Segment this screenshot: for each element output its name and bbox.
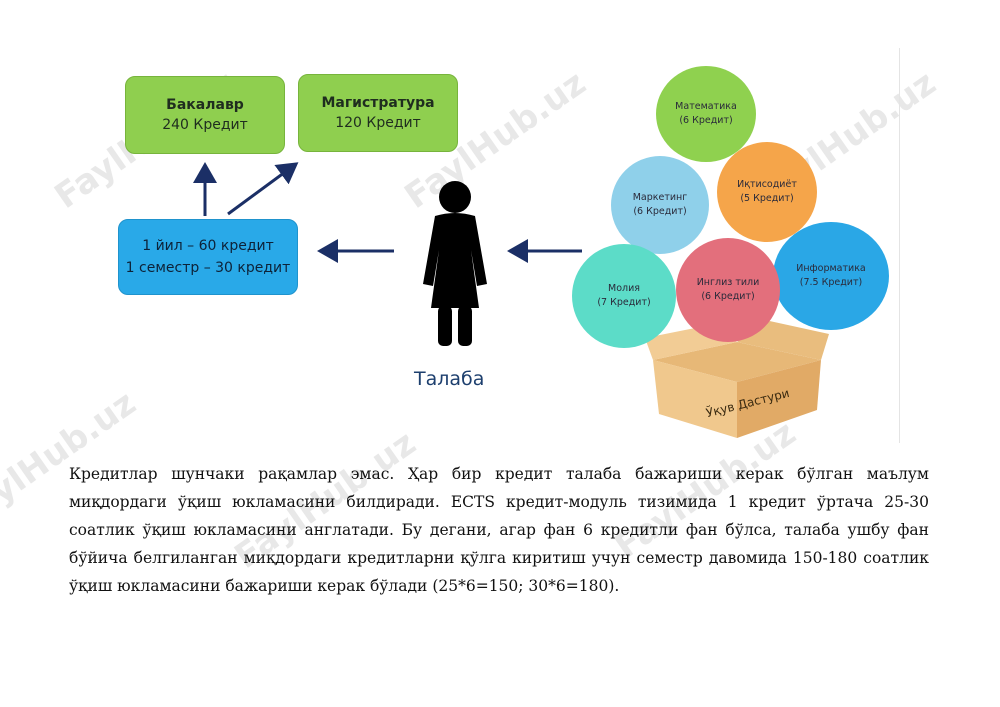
bachelor-box: Бакалавр 240 Кредит <box>125 76 285 154</box>
year-credits-line: 1 йил – 60 кредит <box>142 238 274 254</box>
master-box: Магистратура 120 Кредит <box>298 74 458 152</box>
year-semester-box: 1 йил – 60 кредит 1 семестр – 30 кредит <box>118 219 298 295</box>
student-icon <box>423 181 487 346</box>
subject-name: Математика <box>675 101 737 112</box>
subject-credits: (6 Кредит) <box>679 115 733 126</box>
body-paragraph: Кредитлар шунчаки рақамлар эмас. Ҳар бир… <box>69 465 929 595</box>
bachelor-credits: 240 Кредит <box>162 117 248 133</box>
subject-credits: (5 Кредит) <box>740 193 794 204</box>
subject-credits: (6 Кредит) <box>633 206 687 217</box>
subject-name: Маркетинг <box>632 192 688 203</box>
subject-circle-informatics: Информатика (7.5 Кредит) <box>773 222 889 330</box>
subject-circle-economics: Иқтисодиёт (5 Кредит) <box>717 142 817 242</box>
subject-circle-finance: Молия (7 Кредит) <box>572 244 676 348</box>
master-credits: 120 Кредит <box>335 115 421 131</box>
subject-name: Молия <box>608 283 640 294</box>
subject-circle-marketing: Маркетинг (6 Кредит) <box>611 156 709 254</box>
master-title: Магистратура <box>321 95 435 111</box>
subject-name: Инглиз тили <box>696 277 760 288</box>
subject-circle-english: Инглиз тили (6 Кредит) <box>676 238 780 342</box>
bachelor-title: Бакалавр <box>166 97 244 113</box>
subject-name: Иқтисодиёт <box>737 179 797 190</box>
subject-name: Информатика <box>796 263 866 274</box>
divider <box>899 48 900 443</box>
subject-credits: (6 Кредит) <box>701 291 755 302</box>
arrow-diagonal <box>227 162 299 216</box>
subject-credits: (7.5 Кредит) <box>799 277 863 288</box>
subject-credits: (7 Кредит) <box>597 297 651 308</box>
subject-circle-mathematics: Математика (6 Кредит) <box>656 66 756 162</box>
student-label: Талаба <box>414 368 485 390</box>
semester-credits-line: 1 семестр – 30 кредит <box>125 260 291 276</box>
